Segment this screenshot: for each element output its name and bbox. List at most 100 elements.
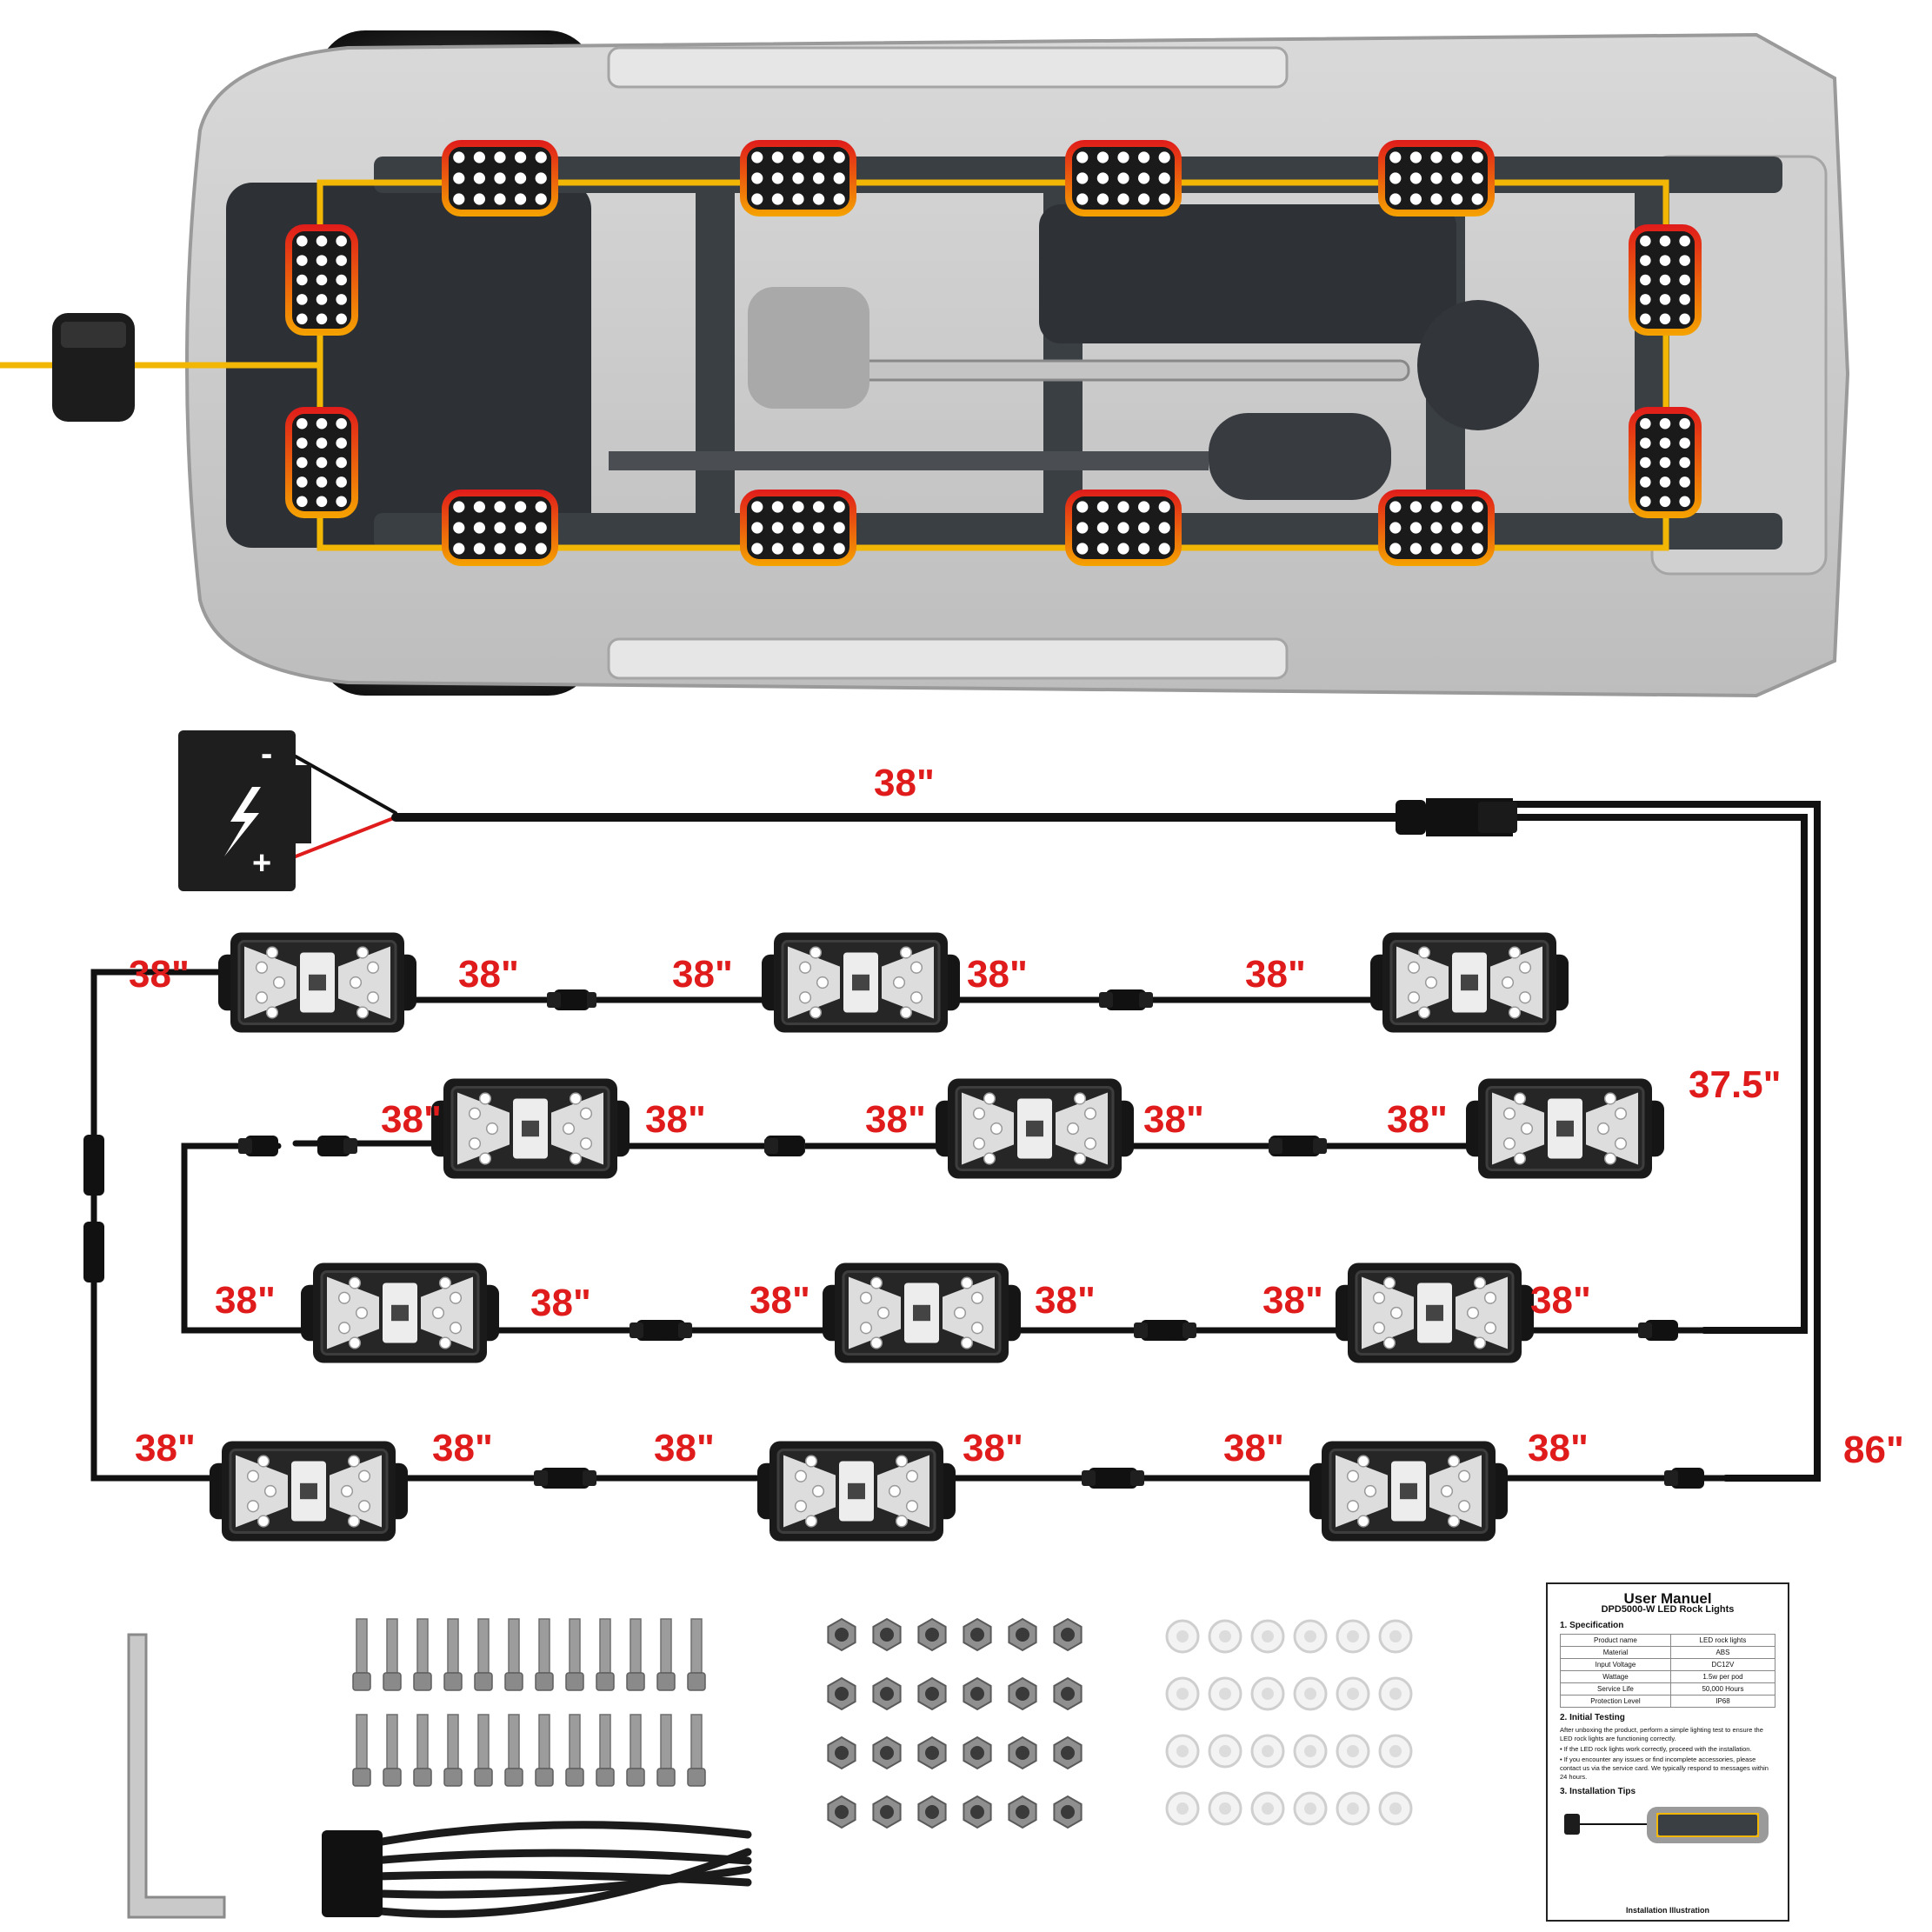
label-r2e: 38" bbox=[1387, 1098, 1448, 1141]
manual-section-spec: 1. Specification bbox=[1560, 1621, 1624, 1630]
washer-icon bbox=[1293, 1619, 1328, 1654]
bolt-icon bbox=[383, 1618, 402, 1691]
nut-icon bbox=[963, 1676, 992, 1711]
bolt-icon bbox=[656, 1714, 676, 1787]
washer-icon bbox=[1293, 1791, 1328, 1826]
bolt-icon bbox=[443, 1618, 463, 1691]
nut-icon bbox=[917, 1617, 947, 1652]
bolt-icon bbox=[504, 1714, 523, 1787]
led-rock-light-icon bbox=[762, 932, 960, 1033]
cable-connector bbox=[764, 1136, 804, 1156]
led-rock-light-icon bbox=[1309, 1441, 1508, 1542]
manual-bullet-1: • If the LED rock lights work correctly,… bbox=[1560, 1745, 1752, 1753]
cable-connector bbox=[1664, 1468, 1704, 1489]
label-r3d: 38" bbox=[1035, 1279, 1096, 1322]
battery-plus-sign: + bbox=[252, 845, 271, 882]
muffler bbox=[1209, 413, 1391, 500]
nut-icon bbox=[1008, 1795, 1037, 1829]
left-loop-inner bbox=[181, 1143, 330, 1334]
cable-connector bbox=[1082, 1468, 1122, 1489]
cable-connector bbox=[1099, 989, 1139, 1010]
nut-icon bbox=[827, 1617, 856, 1652]
bolt-icon bbox=[443, 1714, 463, 1787]
led-rock-light-icon bbox=[218, 932, 416, 1033]
hex-key-icon bbox=[127, 1633, 226, 1919]
label-r2d: 38" bbox=[1143, 1098, 1204, 1141]
bolt-icon bbox=[626, 1618, 645, 1691]
harness-splitter-plug bbox=[1396, 798, 1517, 836]
washer-icon bbox=[1250, 1791, 1285, 1826]
car-pod-bottom-1 bbox=[442, 490, 558, 566]
cable-connector bbox=[83, 1135, 104, 1196]
bolt-icon bbox=[596, 1714, 615, 1787]
led-rock-light-icon bbox=[1336, 1262, 1534, 1363]
washer-icon bbox=[1250, 1734, 1285, 1769]
washer-icon bbox=[1208, 1619, 1242, 1654]
car-pod-bottom-4 bbox=[1378, 490, 1495, 566]
cable-connector bbox=[630, 1320, 670, 1341]
bolt-icon bbox=[535, 1618, 554, 1691]
bolt-icon bbox=[565, 1714, 584, 1787]
bolt-icon bbox=[413, 1618, 432, 1691]
bolt-icon bbox=[474, 1714, 493, 1787]
bolt-icon bbox=[535, 1714, 554, 1787]
cable-tie-icon bbox=[322, 1821, 752, 1918]
nut-icon bbox=[963, 1735, 992, 1770]
nut-icon bbox=[872, 1617, 902, 1652]
nut-icon bbox=[963, 1617, 992, 1652]
label-right1: 37.5" bbox=[1689, 1063, 1782, 1106]
label-r1b: 38" bbox=[458, 953, 519, 996]
label-r4e: 38" bbox=[1223, 1427, 1284, 1469]
return-cable-86 bbox=[1509, 801, 1821, 1482]
label-right2: 86" bbox=[1843, 1429, 1904, 1471]
nut-icon bbox=[917, 1735, 947, 1770]
bolt-icon bbox=[626, 1714, 645, 1787]
led-rock-light-icon bbox=[431, 1078, 630, 1179]
nut-icon bbox=[1053, 1795, 1083, 1829]
bolt-icon bbox=[656, 1618, 676, 1691]
cable-connectors bbox=[83, 989, 1704, 1489]
manual-section-testing: 2. Initial Testing bbox=[1560, 1713, 1625, 1722]
led-rock-light-icon bbox=[1466, 1078, 1664, 1179]
installation-thumbnail bbox=[1560, 1803, 1775, 1864]
led-rock-light-icon bbox=[823, 1262, 1021, 1363]
label-r4d: 38" bbox=[963, 1427, 1023, 1469]
label-r1d: 38" bbox=[967, 953, 1028, 996]
nut-icon bbox=[1053, 1735, 1083, 1770]
cable-connector bbox=[238, 1136, 278, 1156]
washer-icon bbox=[1378, 1791, 1413, 1826]
cable-connector bbox=[83, 1222, 104, 1282]
bolt-icon bbox=[474, 1618, 493, 1691]
rear-differential bbox=[1417, 300, 1539, 430]
manual-subtitle: DPD5000-W LED Rock Lights bbox=[1601, 1604, 1735, 1615]
cable-connector bbox=[547, 989, 587, 1010]
manual-title: User Manuel bbox=[1623, 1590, 1712, 1607]
nut-icon bbox=[872, 1795, 902, 1829]
manual-caption: Installation Illustration bbox=[1625, 1906, 1709, 1915]
battery-icon: - + bbox=[178, 730, 311, 891]
car-pod-rear-lower bbox=[1629, 407, 1702, 518]
washer-icon bbox=[1378, 1676, 1413, 1711]
cable-connector bbox=[534, 1468, 574, 1489]
car-pod-rear-upper bbox=[1629, 224, 1702, 336]
washer-icon bbox=[1336, 1619, 1370, 1654]
washer-icon bbox=[1336, 1676, 1370, 1711]
label-r4b: 38" bbox=[432, 1427, 493, 1469]
label-r3b: 38" bbox=[530, 1282, 591, 1324]
nut-icon bbox=[827, 1735, 856, 1770]
led-rock-light-icon bbox=[757, 1441, 956, 1542]
led-rock-light-icon bbox=[301, 1262, 499, 1363]
bolt-icon bbox=[504, 1618, 523, 1691]
manual-bullet-2: • If you encounter any issues or find in… bbox=[1560, 1755, 1769, 1781]
car-pod-top-3 bbox=[1065, 140, 1182, 217]
nut-icon bbox=[1008, 1735, 1037, 1770]
label-r1e: 38" bbox=[1245, 953, 1306, 996]
car-pod-top-2 bbox=[740, 140, 856, 217]
installation-thumbnail-image bbox=[1564, 1807, 1769, 1843]
washer-icon bbox=[1293, 1734, 1328, 1769]
